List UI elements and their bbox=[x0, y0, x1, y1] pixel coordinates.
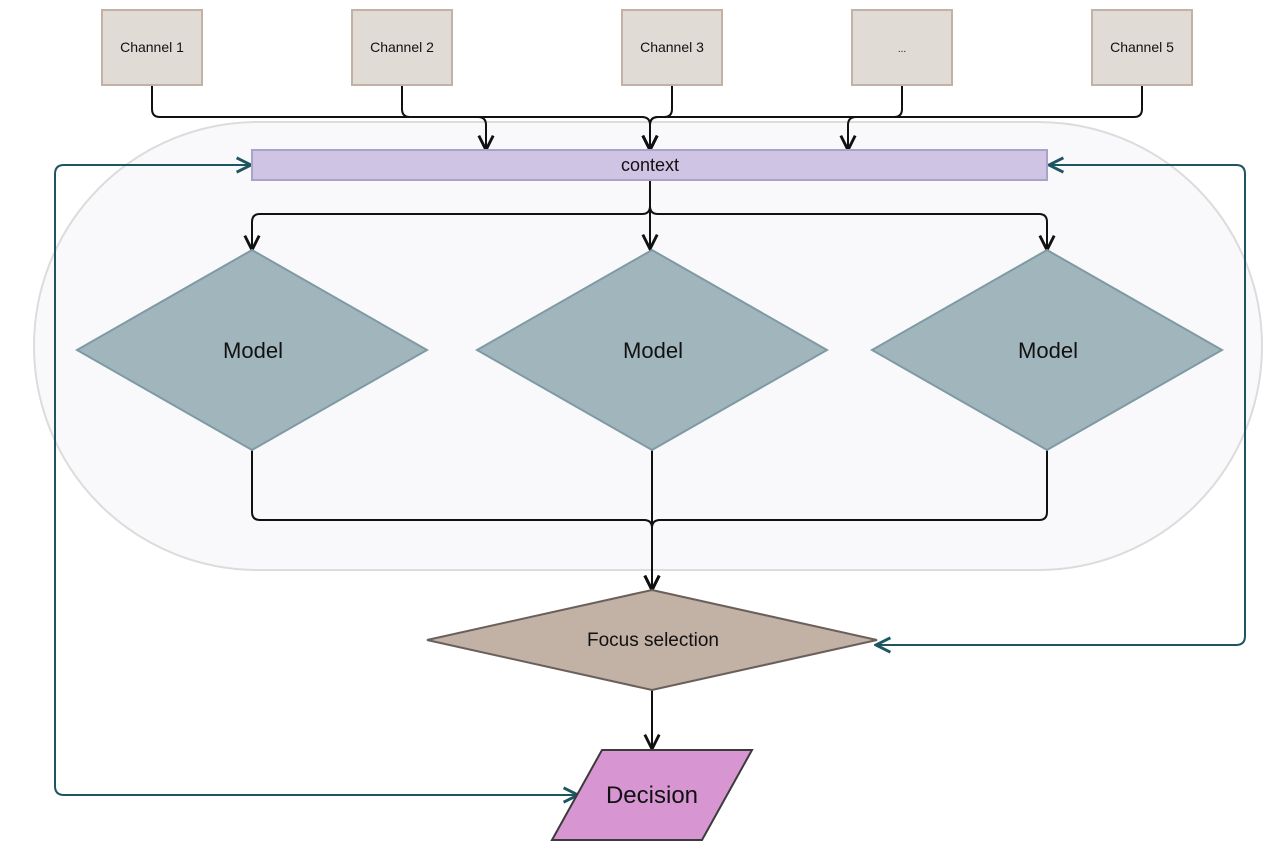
channel-connectors bbox=[151, 85, 1143, 150]
channel-box-5: Channel 5 bbox=[1091, 9, 1193, 86]
decision-node: Decision bbox=[550, 749, 754, 841]
channel-label: Channel 5 bbox=[1110, 39, 1174, 55]
channel-label: ... bbox=[898, 44, 906, 55]
channel-box-3: Channel 3 bbox=[621, 9, 723, 86]
channel-box-1: Channel 1 bbox=[101, 9, 203, 86]
model-label: Model bbox=[1018, 338, 1078, 363]
context-bar: context bbox=[251, 149, 1048, 181]
focus-selection-node: Focus selection bbox=[426, 588, 878, 692]
model-label: Model bbox=[223, 338, 283, 363]
channel-label: Channel 1 bbox=[120, 39, 184, 55]
context-label: context bbox=[621, 155, 679, 175]
connector-channel-1 bbox=[151, 85, 486, 150]
model-node-3: Model bbox=[869, 248, 1225, 452]
feedback-right-loop bbox=[876, 165, 1246, 645]
feedback-connectors bbox=[54, 165, 1246, 795]
channel-label: Channel 2 bbox=[370, 39, 434, 55]
model-node-2: Model bbox=[474, 248, 830, 452]
channel-box-4: ... bbox=[851, 9, 953, 86]
focus-selection-label: Focus selection bbox=[587, 630, 719, 651]
channel-label: Channel 3 bbox=[640, 39, 704, 55]
decision-label: Decision bbox=[606, 782, 698, 809]
feedback-left-loop bbox=[54, 165, 578, 795]
connector-channel-5 bbox=[650, 85, 1143, 150]
model-label: Model bbox=[623, 338, 683, 363]
channel-box-2: Channel 2 bbox=[351, 9, 453, 86]
model-node-1: Model bbox=[74, 248, 430, 452]
